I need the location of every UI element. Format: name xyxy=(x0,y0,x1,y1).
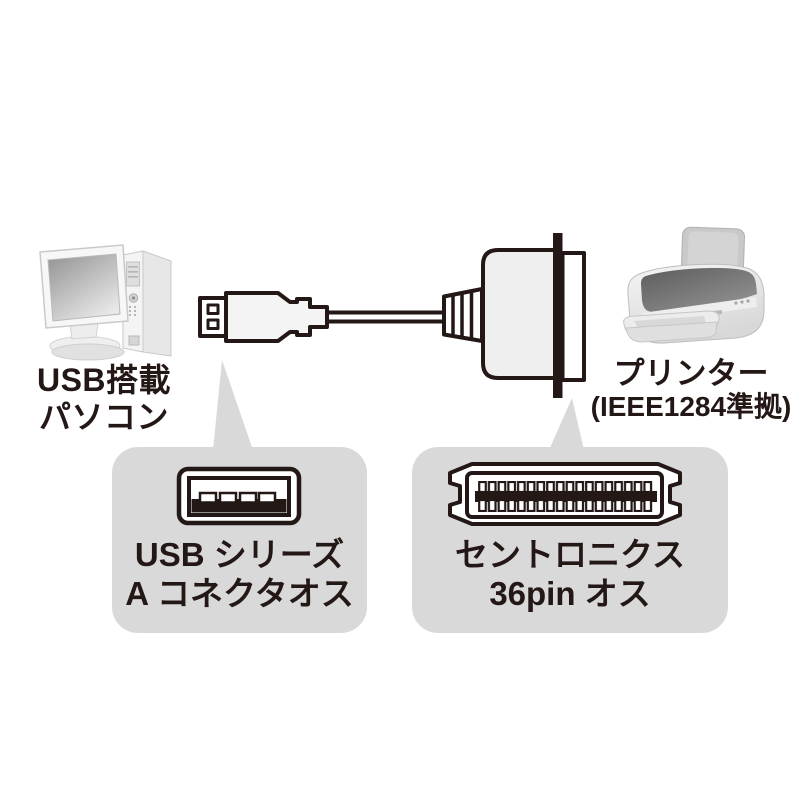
centronics-nose xyxy=(560,251,586,382)
usb-plug-hole-top xyxy=(206,303,220,315)
callout-pointer-usb xyxy=(213,360,253,450)
pc-tower xyxy=(122,250,172,357)
usb-to-centronics-adapter-cable-illustration xyxy=(198,233,586,398)
monitor-screen xyxy=(47,253,121,322)
callout-pointer-centronics xyxy=(549,398,584,450)
centronics-callout-line2: 36pin オス xyxy=(489,575,651,612)
printer-label-line1: プリンター xyxy=(613,356,769,391)
usb-callout-line1: USB シリーズ xyxy=(134,536,345,573)
usb-callout-label: USB シリーズ A コネクタオス xyxy=(112,535,367,613)
usb-callout-box: USB シリーズ A コネクタオス xyxy=(112,447,367,633)
usb-plug-hole-bottom xyxy=(206,318,220,330)
printer-label-line2: (IEEE1284準拠) xyxy=(590,391,792,422)
usb-plug-body xyxy=(224,291,329,343)
centronics-callout-label: セントロニクス 36pin オス xyxy=(412,535,728,613)
centronics-callout-box: セントロニクス 36pin オス xyxy=(412,447,728,633)
printer-label: プリンター (IEEE1284準拠) xyxy=(583,357,799,423)
inkjet-printer-illustration xyxy=(623,226,765,344)
usb-a-connector-face-icon xyxy=(176,466,302,526)
pc-label: USB搭載 パソコン xyxy=(14,362,194,436)
pc-label-line2: パソコン xyxy=(38,399,169,435)
monitor-base-shadow xyxy=(51,343,125,361)
centronics-callout-line1: セントロニクス xyxy=(454,536,685,573)
centronics-36pin-connector-face-icon xyxy=(448,462,682,526)
desktop-pc-illustration xyxy=(39,244,172,361)
centronics-plug-housing xyxy=(481,248,558,380)
printer-paper-support xyxy=(680,226,746,276)
pc-label-line1: USB搭載 xyxy=(36,362,172,398)
usb-callout-line2: A コネクタオス xyxy=(125,575,354,612)
cable-wire xyxy=(325,310,446,324)
centronics-flange xyxy=(553,233,563,398)
